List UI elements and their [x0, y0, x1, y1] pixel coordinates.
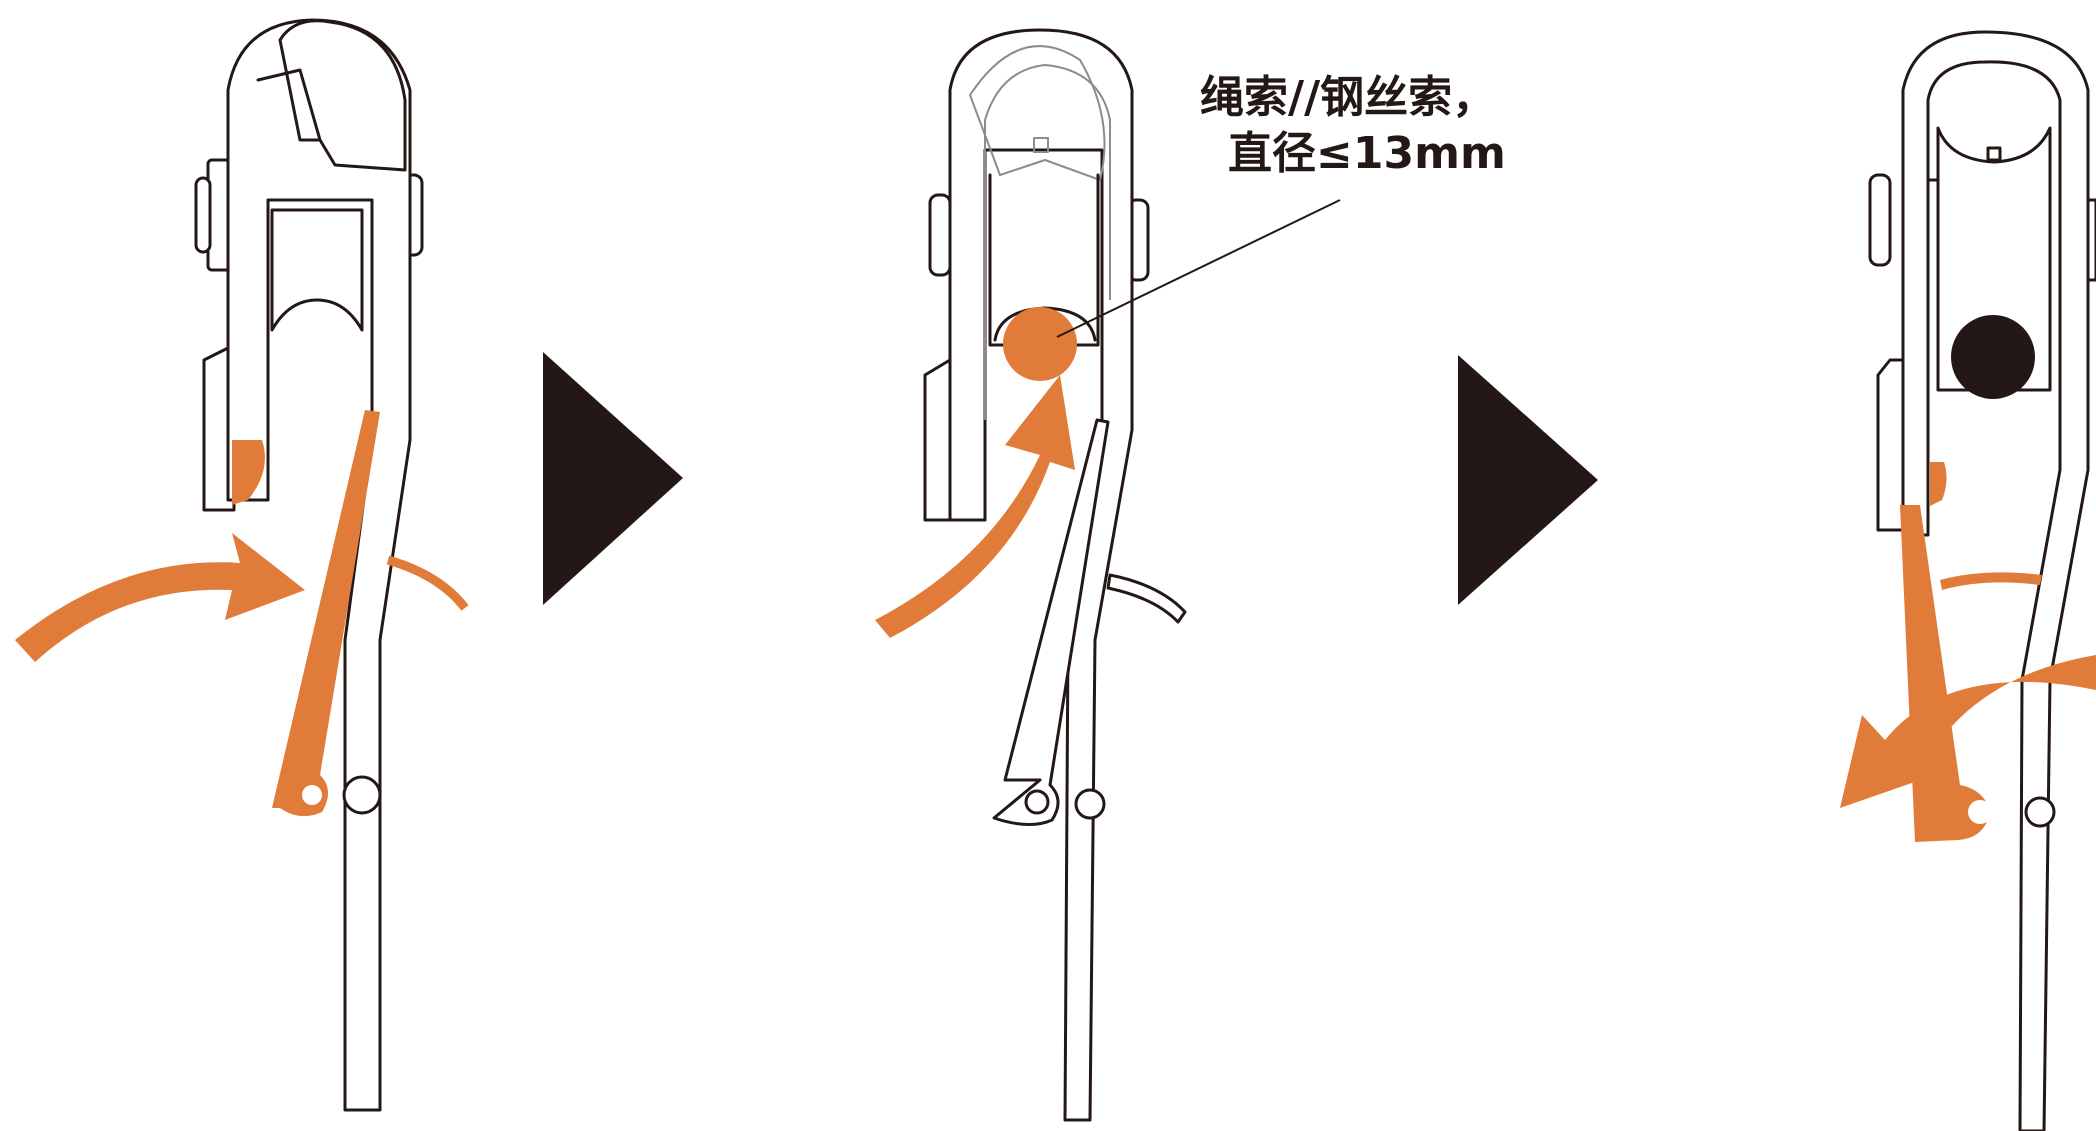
rope-insert-arrow-icon — [875, 375, 1075, 638]
gate-arm-open — [272, 410, 380, 817]
gate-travel-arc — [1940, 572, 2042, 590]
gate-pivot-hole — [302, 785, 322, 805]
callout-text-line-1: 绳索//钢丝索， — [1200, 72, 1496, 123]
step-3-closed-gate — [1840, 30, 2096, 1131]
gate-pivot-hole — [1968, 800, 1992, 824]
sheave-pulley — [1936, 126, 2052, 392]
gate-travel-arc — [1106, 573, 1187, 624]
housing-edge — [256, 68, 322, 142]
hook-frame — [948, 28, 1134, 1122]
ghost-housing — [984, 64, 1111, 420]
pulley-housing — [278, 19, 407, 172]
step-2-insert-rope: 绳索//钢丝索， 直径≤13mm — [875, 28, 1506, 1122]
gate-pivot-hole — [1024, 789, 1050, 815]
sheave-pulley — [270, 208, 364, 332]
latch-nose — [1930, 462, 1947, 506]
latch-nose — [232, 440, 265, 505]
pulley-notch — [1986, 146, 2002, 162]
pivot-bolt — [1074, 788, 1106, 820]
axle-bolt-left — [194, 176, 212, 254]
rope-cross-section — [1003, 307, 1077, 381]
pivot-bolt — [2024, 796, 2056, 828]
play-triangle-icon — [1458, 355, 1598, 605]
gate-push-open-arrow-icon — [15, 533, 305, 662]
gate-release-arrow-icon — [1840, 655, 2096, 808]
gate-arm-closed — [1900, 505, 1990, 842]
ghost-pulley — [969, 45, 1106, 181]
axle-bolt-left — [1868, 173, 1892, 267]
hook-frame — [1901, 30, 2090, 1131]
pivot-bolt — [342, 775, 382, 815]
ghost-notch — [1033, 137, 1049, 153]
axle-bolt-left — [928, 193, 952, 277]
gate-arm — [992, 418, 1110, 826]
callout-text-line-2: 直径≤13mm — [1228, 128, 1506, 179]
play-triangle-icon — [543, 352, 683, 605]
gate-travel-arc — [386, 555, 469, 611]
callout-leader-line — [1056, 199, 1341, 338]
rope-cross-section-captured — [1951, 315, 2035, 399]
step-1-open-gate — [15, 18, 469, 1112]
